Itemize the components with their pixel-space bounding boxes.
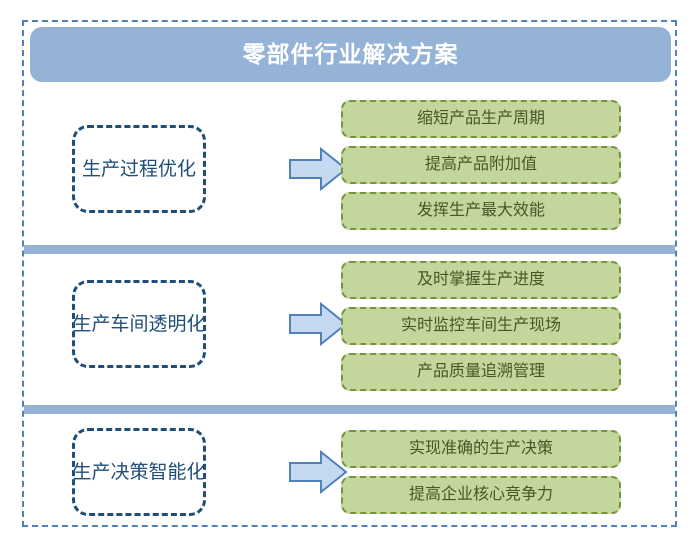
outcome-box[interactable]: 发挥生产最大效能 — [341, 192, 621, 230]
solution-section-1: 生产过程优化 缩短产品生产周期 提高产品附加值 发挥生产最大效能 — [0, 95, 700, 245]
outcome-label: 及时掌握生产进度 — [416, 271, 545, 288]
outcome-box[interactable]: 缩短产品生产周期 — [341, 100, 621, 138]
capability-box-1[interactable]: 生产过程优化 — [72, 125, 206, 213]
outcome-label: 产品质量追溯管理 — [416, 363, 545, 380]
outcome-box[interactable]: 产品质量追溯管理 — [341, 353, 621, 391]
section-divider-1 — [24, 245, 675, 254]
section-divider-2 — [24, 405, 675, 414]
outcome-label: 提高企业核心竞争力 — [408, 486, 553, 503]
right-arrow-icon — [288, 301, 348, 347]
outcome-label: 提高产品附加值 — [424, 156, 537, 173]
solution-section-2: 生产车间透明化 及时掌握生产进度 实时监控车间生产现场 产品质量追溯管理 — [0, 256, 700, 406]
capability-label-3: 生产决策智能化 — [72, 461, 206, 483]
capability-label-2: 生产车间透明化 — [72, 313, 206, 335]
capability-box-3[interactable]: 生产决策智能化 — [72, 428, 206, 516]
outcome-list-1: 缩短产品生产周期 提高产品附加值 发挥生产最大效能 — [341, 100, 621, 230]
outcome-box[interactable]: 提高产品附加值 — [341, 146, 621, 184]
outcome-label: 实现准确的生产决策 — [408, 440, 553, 457]
capability-box-2[interactable]: 生产车间透明化 — [72, 280, 206, 368]
capability-label-1: 生产过程优化 — [81, 158, 196, 180]
outcome-label: 发挥生产最大效能 — [416, 202, 545, 219]
diagram-title-banner: 零部件行业解决方案 — [30, 27, 671, 82]
right-arrow-icon — [288, 449, 348, 495]
right-arrow-icon — [288, 146, 348, 192]
outcome-list-3: 实现准确的生产决策 提高企业核心竞争力 — [341, 430, 621, 514]
outcome-box[interactable]: 提高企业核心竞争力 — [341, 476, 621, 514]
outcome-box[interactable]: 及时掌握生产进度 — [341, 261, 621, 299]
outcome-list-2: 及时掌握生产进度 实时监控车间生产现场 产品质量追溯管理 — [341, 261, 621, 391]
outcome-box[interactable]: 实时监控车间生产现场 — [341, 307, 621, 345]
solution-section-3: 生产决策智能化 实现准确的生产决策 提高企业核心竞争力 — [0, 416, 700, 528]
outcome-label: 缩短产品生产周期 — [416, 110, 545, 127]
page-title: 零部件行业解决方案 — [242, 41, 459, 67]
outcome-label: 实时监控车间生产现场 — [400, 317, 561, 334]
outcome-box[interactable]: 实现准确的生产决策 — [341, 430, 621, 468]
